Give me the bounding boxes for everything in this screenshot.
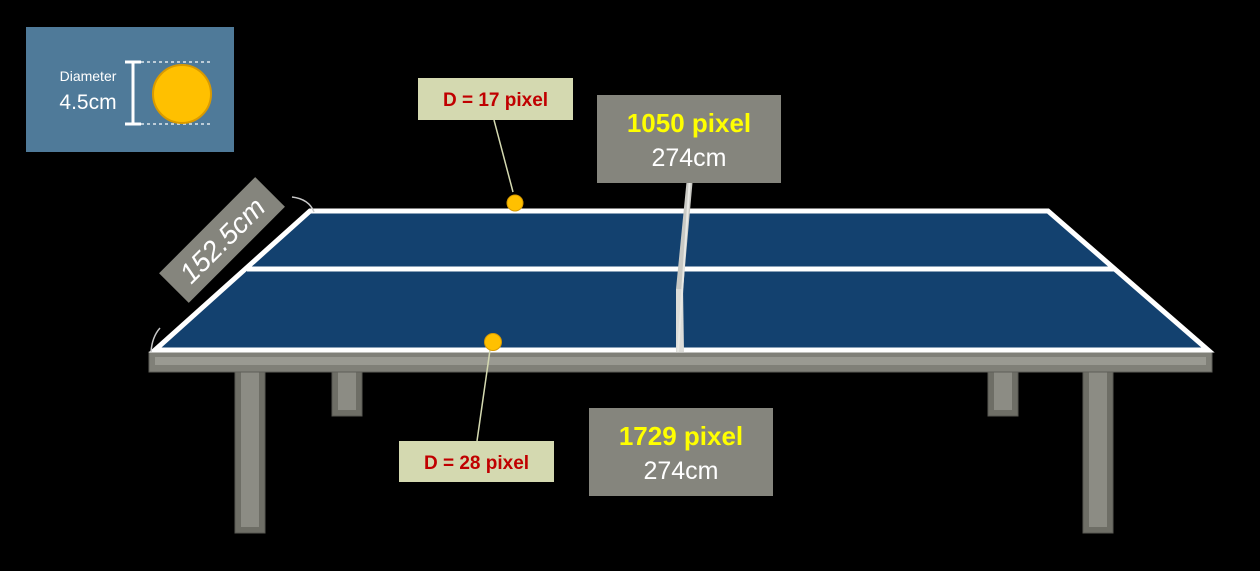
legend-ball-icon	[152, 64, 212, 124]
dimension-bracket-icon	[125, 60, 141, 126]
near-ball-label-box	[399, 441, 554, 482]
near-ball-label: D = 28 pixel	[399, 441, 554, 482]
width-label-box	[159, 177, 285, 303]
table-apron-highlight	[155, 357, 1206, 365]
far-length-box	[597, 95, 781, 183]
far-ball-callout-line	[493, 119, 514, 193]
near-length-box	[589, 408, 773, 496]
far-length-cm: 274cm	[651, 144, 726, 172]
near-ball-callout-line	[476, 349, 491, 442]
legend-label: Diameter	[60, 68, 117, 84]
far-ball-label-text: D = 17 pixel	[443, 90, 548, 111]
near-length-cm: 274cm	[643, 457, 718, 485]
table-leg-back-right-inner	[994, 372, 1012, 410]
far-ball	[506, 194, 524, 212]
table-net	[676, 176, 693, 353]
near-length-pixels: 1729 pixel	[619, 421, 743, 451]
far-length-label: 1050 pixel 274cm	[597, 95, 781, 183]
near-ball-label-text: D = 28 pixel	[424, 453, 529, 474]
table-leg-front-right-inner	[1089, 372, 1107, 527]
table-leg-front-left-inner	[241, 372, 259, 527]
legend-value: 4.5cm	[59, 91, 116, 114]
table-leg-back-left-inner	[338, 372, 356, 410]
width-bracket-top	[291, 196, 315, 213]
far-ball-label: D = 17 pixel	[418, 78, 573, 120]
far-ball-label-box	[418, 78, 573, 120]
width-bracket-bottom	[150, 327, 161, 353]
table	[148, 176, 1215, 534]
diameter-legend: Diameter 4.5cm	[26, 27, 234, 152]
near-length-label: 1729 pixel 274cm	[589, 408, 773, 496]
near-ball	[484, 333, 502, 351]
far-length-pixels: 1050 pixel	[627, 108, 751, 138]
